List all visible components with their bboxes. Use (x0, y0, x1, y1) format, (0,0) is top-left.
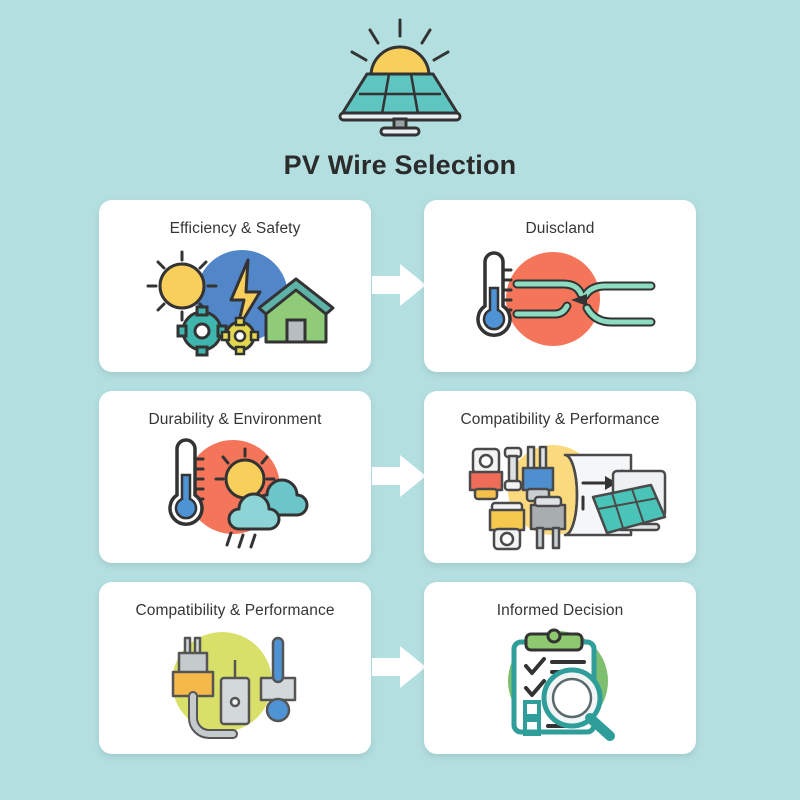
flow-row: Compatibility & Performance (0, 582, 800, 773)
page-title: PV Wire Selection (283, 150, 517, 180)
card-label: Efficiency & Safety (169, 220, 301, 237)
flow-card[interactable]: Compatibility & Performance (99, 582, 371, 754)
card-label: Compatibility & Performance (460, 411, 660, 428)
arrow-right-icon (372, 262, 427, 308)
card-label: Duiscland (525, 220, 595, 237)
flow-card[interactable]: Informed Decision (424, 582, 696, 754)
flow-card[interactable]: Duiscland (424, 200, 696, 372)
flow-grid: Efficiency & Safety (0, 200, 800, 773)
arrow-right-icon (372, 453, 427, 499)
card-label: Informed Decision (496, 602, 624, 619)
flow-row: Durability & Environment (0, 391, 800, 582)
header: PV Wire Selection (0, 14, 800, 181)
arrow-right-icon (372, 644, 427, 690)
flow-card[interactable]: Durability & Environment (99, 391, 371, 563)
clipboard-magnifier-icon (424, 626, 696, 741)
flow-card[interactable]: Compatibility & Performance (424, 391, 696, 563)
connectors-document-panel-icon (424, 435, 696, 553)
solar-panel-icon (0, 14, 800, 144)
flow-card[interactable]: Efficiency & Safety (99, 200, 371, 372)
connector-thermometer-icon (99, 626, 371, 741)
thermometer-sun-clouds-icon (99, 435, 371, 550)
sun-bolt-house-gears-icon (99, 244, 371, 359)
flow-row: Efficiency & Safety (0, 200, 800, 391)
card-label: Durability & Environment (148, 411, 322, 428)
card-label: Compatibility & Performance (135, 602, 335, 619)
thermometer-wires-icon (424, 244, 696, 359)
